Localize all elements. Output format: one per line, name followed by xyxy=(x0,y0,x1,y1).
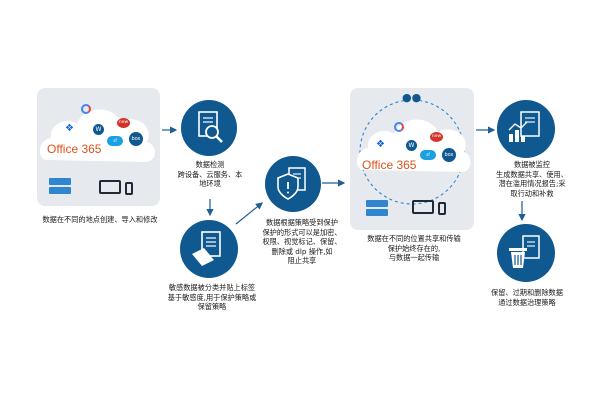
box-icon: box xyxy=(442,148,456,162)
arrow-classify-to-protect xyxy=(235,202,263,225)
salesforce-icon: sf xyxy=(420,150,436,160)
webex-icon: W xyxy=(93,124,104,135)
retain-circle xyxy=(497,224,555,282)
laptop-icon xyxy=(99,180,121,194)
webex-icon: W xyxy=(406,140,417,151)
new-icon: new xyxy=(430,132,443,142)
chart-doc-icon xyxy=(508,111,540,142)
step-classify-caption: 敏感数据被分类并贴上标签 基于敏感度,用于保护策略或 保留策略 xyxy=(167,283,257,312)
step-protect-caption: 数据根据策略受到保护 保护的形式可以是加密、 权限、视觉标记、保留、 删除或 d… xyxy=(262,218,342,266)
dropbox-icon: ❖ xyxy=(376,139,385,150)
office365-logo: Office 365 xyxy=(362,158,417,172)
classify-circle xyxy=(180,220,238,278)
google-icon xyxy=(81,104,91,114)
trash-doc-icon xyxy=(509,235,540,268)
phone-icon xyxy=(125,182,133,195)
salesforce-icon: sf xyxy=(107,136,123,146)
protect-circle xyxy=(265,156,321,212)
step-detect-caption: 数据检测 跨设备、云服务、本 地环境 xyxy=(177,160,243,189)
users-icon: ●● xyxy=(402,91,422,104)
step-create-caption: 数据在不同的地点创建、导入和修改 xyxy=(42,215,158,224)
server-icon xyxy=(366,200,388,207)
monitor-circle xyxy=(497,100,555,158)
step-retain-caption: 保留、过期和删除数据 通过数据治理策略 xyxy=(491,288,563,307)
office365-logo: Office 365 xyxy=(47,142,102,156)
share-panel: ●● ❖ W new sf box Office 365 xyxy=(350,88,474,230)
new-icon: new xyxy=(117,118,130,128)
google-icon xyxy=(394,122,404,132)
server-icon xyxy=(49,178,71,185)
tag-doc-icon xyxy=(192,231,221,266)
detect-circle xyxy=(181,100,237,156)
phone-icon xyxy=(438,202,446,215)
step-monitor-caption: 数据被监控 生成数据共享、使用、 潜在滥用情况报告;采 取行动和补救 xyxy=(496,160,568,198)
server-icon-2 xyxy=(49,187,71,194)
laptop-icon xyxy=(412,200,434,214)
step-share-caption: 数据在不同的位置共享和传输 保护始终存在的, 与数据一起传输 xyxy=(367,234,461,263)
server-icon-2 xyxy=(366,209,388,216)
create-panel: ❖ W new sf box Office 365 xyxy=(37,88,160,206)
magnify-doc-icon xyxy=(198,111,223,143)
dropbox-icon: ❖ xyxy=(65,123,74,134)
shield-doc-icon xyxy=(277,167,306,200)
box-icon: box xyxy=(129,132,143,146)
